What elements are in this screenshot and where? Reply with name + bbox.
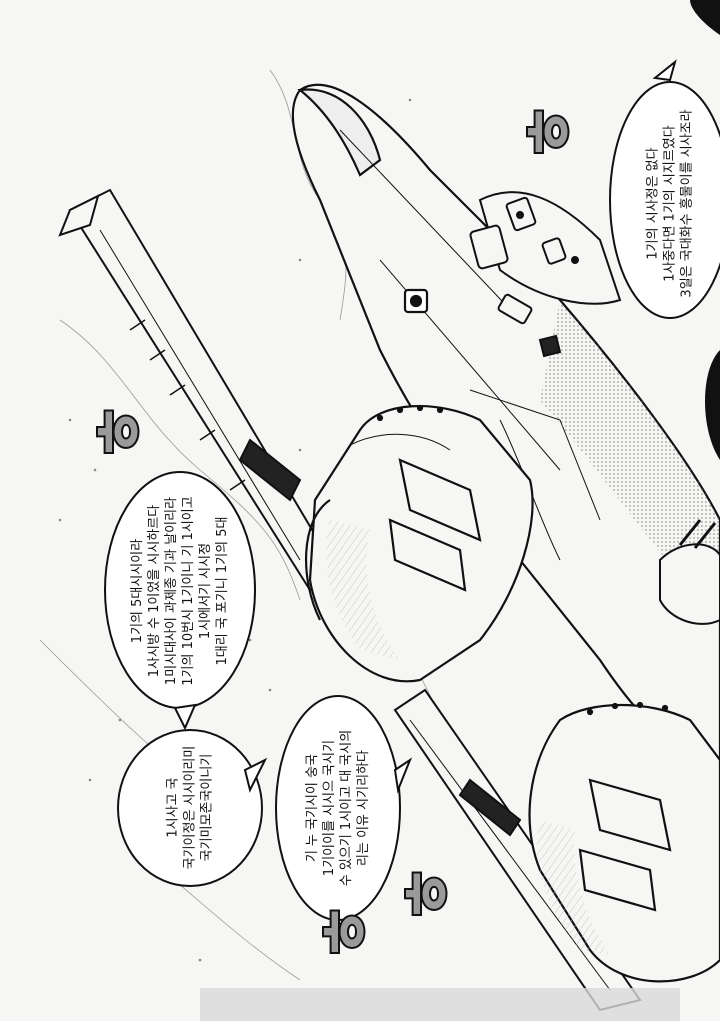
bubble-line: 국기미모존국이니기 [199, 753, 215, 862]
bubble-bottom-center [275, 695, 401, 921]
lower-engine-hatch [536, 820, 610, 955]
bubble-text-top-right: 1기의 시사정은 없다 1사중다면 1기의 시지르였다 3일은 국대화수 흥물이… [645, 94, 696, 314]
bubble-line: 1미시대사이 과제종 기과 날이리라 [164, 496, 179, 686]
upper-engine-hatch [326, 520, 400, 660]
bubble-top-right [609, 81, 720, 319]
corner-ink [690, 0, 720, 35]
bubble-text-bottom-center: 기 누 국기시이 숭국 1기이이를 시시으 국시기 수 있으기 1시이고 대 국… [304, 708, 372, 908]
bubble-line: 1사중다면 1기의 시지르였다 [662, 125, 678, 282]
left-wing [58, 188, 332, 592]
bubble-line: 1시에서기 시시정 [198, 542, 213, 640]
bubble-line: 1사시방 수 1이었을 시시하르다 [147, 504, 162, 678]
bubble-text-center-left: 1기의 5대시시이라 1사시방 수 1이었을 시시하르다 1미시대사이 과제종 … [129, 481, 231, 701]
bubble-line: 기 누 국기시이 숭국 [305, 753, 320, 863]
sound-effect-middle: ㅎ [82, 401, 160, 464]
bubble-line: 국기이정은 시시이리미 [182, 745, 198, 870]
bubble-line: 1시사고 국 [165, 777, 181, 838]
sound-effect-bottom-1: ㅎ [390, 863, 468, 926]
sound-effect-top: ㅎ [512, 101, 590, 164]
turret [659, 519, 720, 625]
fuselage [291, 83, 720, 762]
bubble-line: 1기의 시사정은 없다 [645, 147, 661, 260]
bubble-line: 1기의 10번시 1기이니 기 1시이고 [181, 496, 196, 686]
right-edge-blot [705, 350, 720, 460]
bubble-line: 3일은 국대화수 흥물이를 시사조라 [679, 109, 695, 298]
bubble-line: 1기이이를 시시으 국시기 [322, 739, 337, 877]
bottom-smudge [200, 988, 680, 1021]
bubble-line: 수 있으기 1시이고 대 국시의 [339, 729, 354, 887]
bubble-line: 1기의 5대시시이라 [130, 538, 145, 644]
speech-bubbles [104, 59, 720, 921]
bubble-bottom-left [117, 729, 263, 887]
bubble-line: 1대리 국 포기니 1기의 5대 [215, 516, 230, 666]
bubble-line: 리는 이유 시기리하다 [356, 750, 371, 866]
bubble-text-bottom-left: 1시사고 국 국기이정은 시시이리미 국기미모존국이니기 [165, 718, 216, 898]
sound-effect-bottom-2: ㅎ [308, 901, 386, 964]
fuselage-shading [540, 300, 720, 620]
cockpit [469, 191, 622, 358]
